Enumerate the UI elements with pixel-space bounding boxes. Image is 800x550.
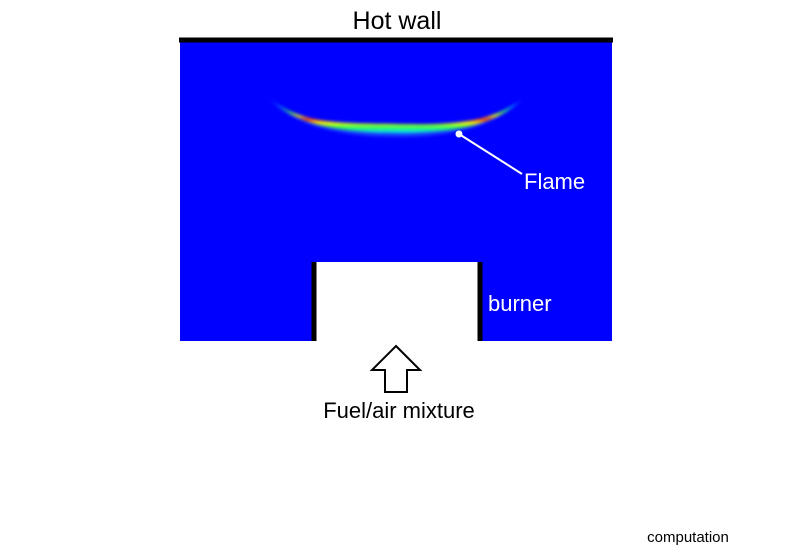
flame-pointer-line (458, 133, 523, 175)
burner-label: burner (488, 291, 552, 316)
domain-region (180, 40, 612, 341)
flame-label: Flame (524, 169, 585, 194)
caption-label: computation (647, 529, 729, 546)
flame-pointer-dot (455, 130, 463, 138)
up-arrow-outline-icon (369, 344, 423, 393)
flame-shape (265, 95, 528, 137)
hot-wall-label: Hot wall (353, 7, 442, 35)
inlet-label: Fuel/air mixture (323, 398, 475, 423)
